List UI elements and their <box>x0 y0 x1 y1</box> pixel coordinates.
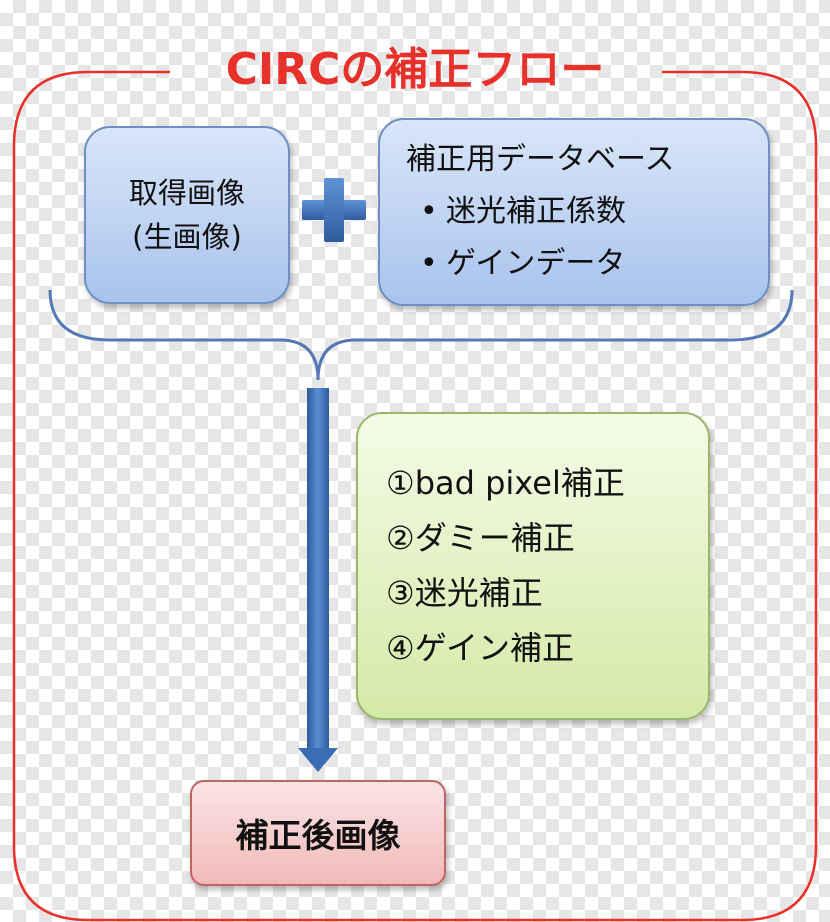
correction-step: ④ゲイン補正 <box>386 629 575 667</box>
diagram-title: CIRCの補正フロー <box>225 44 605 95</box>
correction-database-box: 補正用データベース •迷光補正係数 •ゲインデータ <box>378 118 770 306</box>
correction-steps-box: ①bad pixel補正 ②ダミー補正 ③迷光補正 ④ゲイン補正 <box>356 412 710 720</box>
bullet-icon: • <box>420 194 438 229</box>
database-item: •迷光補正係数 <box>406 186 626 238</box>
correction-step: ②ダミー補正 <box>386 519 575 557</box>
raw-image-box: 取得画像 (生画像) <box>84 126 290 304</box>
raw-image-sublabel: (生画像) <box>132 220 242 254</box>
corrected-image-label: 補正後画像 <box>235 816 401 855</box>
bullet-icon: • <box>420 246 438 281</box>
database-item: •ゲインデータ <box>406 238 625 290</box>
correction-step: ①bad pixel補正 <box>386 464 625 502</box>
correction-step: ③迷光補正 <box>386 574 543 612</box>
plus-icon <box>302 178 366 242</box>
database-item-label: ゲインデータ <box>446 246 626 281</box>
raw-image-label: 取得画像 <box>128 176 245 210</box>
database-item-label: 迷光補正係数 <box>446 194 626 229</box>
outer-frame <box>12 70 818 922</box>
corrected-image-box: 補正後画像 <box>190 780 446 886</box>
curly-brace <box>48 289 794 381</box>
down-arrow-icon <box>298 388 338 772</box>
database-heading: 補正用データベース <box>406 142 675 177</box>
